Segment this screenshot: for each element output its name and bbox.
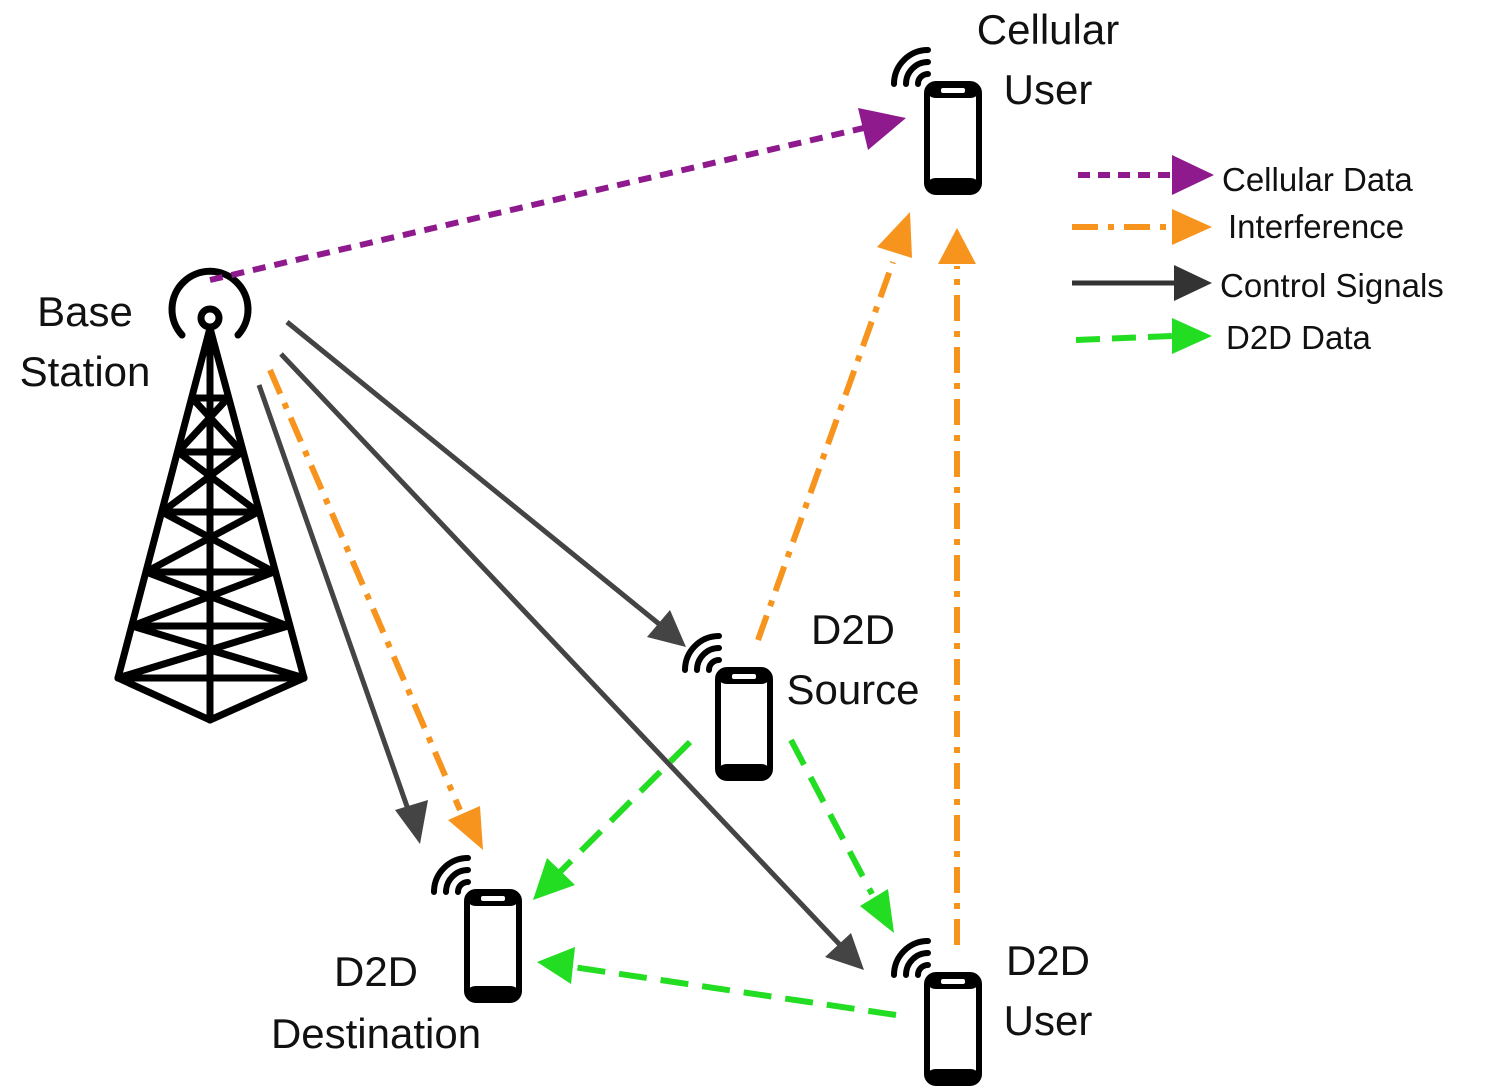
arrow-control-to-d2d-user [279, 352, 864, 970]
cellular-user-line1: Cellular [977, 6, 1119, 53]
smartphone-icon-cellular-user [894, 50, 979, 192]
d2d-user-line2: User [1004, 997, 1093, 1044]
d2d-source-line1: D2D [811, 606, 895, 653]
legend-label-d2d-data: D2D Data [1226, 319, 1372, 356]
legend-label-cellular-data: Cellular Data [1222, 161, 1413, 198]
d2d-destination-line1: D2D [334, 948, 418, 995]
arrow-d2d-d2duser-destination [537, 947, 897, 1018]
smartphone-icon-d2d-destination [434, 858, 519, 1000]
d2d-destination-line2: Destination [271, 1010, 481, 1057]
d2d-user-line1: D2D [1006, 937, 1090, 984]
arrow-interference-source-cellular [755, 212, 912, 642]
legend: Cellular Data Interference Control Signa… [1072, 155, 1444, 356]
label-base-station: Base Station [20, 288, 151, 395]
cell-tower-icon [114, 267, 308, 724]
smartphone-icon-d2d-source [685, 636, 770, 778]
arrow-control-to-destination [256, 384, 428, 844]
legend-label-interference: Interference [1228, 208, 1404, 245]
base-station-line1: Base [37, 288, 133, 335]
smartphone-icon-d2d-user [894, 941, 979, 1083]
arrow-cellular-data [209, 108, 906, 283]
label-d2d-source: D2D Source [786, 606, 919, 713]
legend-item-interference: Interference [1072, 208, 1404, 245]
legend-item-cellular-data: Cellular Data [1078, 155, 1413, 198]
wireless-signal-icon [685, 636, 719, 670]
d2d-source-line2: Source [786, 666, 919, 713]
label-d2d-destination: D2D Destination [271, 948, 481, 1057]
cellular-user-line2: User [1004, 66, 1093, 113]
legend-item-d2d-data: D2D Data [1075, 318, 1372, 356]
arrow-d2d-source-destination [533, 739, 693, 900]
wireless-signal-icon [894, 941, 928, 975]
arrow-interference-bs-destination [267, 368, 483, 850]
legend-item-control-signals: Control Signals [1072, 265, 1444, 304]
wireless-signal-icon [894, 50, 928, 84]
legend-label-control-signals: Control Signals [1220, 267, 1444, 304]
arrow-interference-d2duser-cellular [938, 228, 976, 945]
label-cellular-user: Cellular User [977, 6, 1119, 113]
base-station-line2: Station [20, 348, 151, 395]
label-d2d-user: D2D User [1004, 937, 1093, 1044]
wireless-signal-icon [434, 858, 468, 892]
arrow-d2d-source-d2duser [788, 738, 894, 933]
arrow-control-to-source [285, 320, 686, 647]
